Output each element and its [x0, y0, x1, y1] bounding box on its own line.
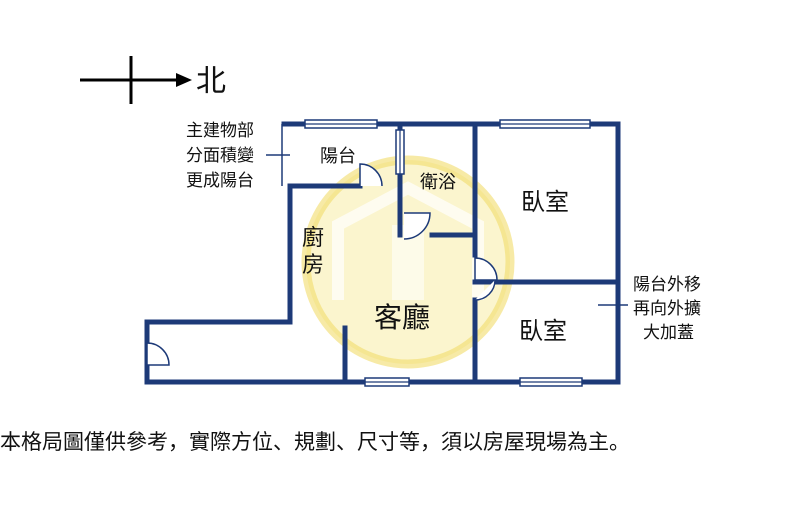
- windows: [304, 119, 591, 387]
- balcony-note-line2: 分面積變: [186, 146, 254, 166]
- doors: [146, 163, 498, 366]
- room-bedroom-bottom: 臥室: [519, 317, 567, 345]
- room-bedroom-top: 臥室: [521, 188, 569, 216]
- expansion-note-line2: 再向外擴: [633, 299, 701, 319]
- expansion-note-line3: 大加蓋: [643, 323, 694, 343]
- room-kitchen-line1: 廚: [302, 226, 324, 251]
- disclaimer-text: 本格局圖僅供參考，實際方位、規劃、尺寸等，須以房屋現場為主。: [0, 430, 630, 454]
- room-kitchen-line2: 房: [302, 253, 324, 278]
- balcony-note-line3: 更成陽台: [186, 171, 254, 191]
- expansion-note-line1: 陽台外移: [633, 275, 701, 295]
- balcony-note-line1: 主建物部: [186, 121, 254, 141]
- north-arrow: [80, 56, 192, 104]
- north-label: 北: [196, 64, 226, 99]
- room-bathroom: 衛浴: [420, 172, 456, 193]
- balcony-outline: [266, 124, 290, 186]
- room-living: 客廳: [374, 301, 430, 334]
- room-balcony: 陽台: [320, 146, 356, 167]
